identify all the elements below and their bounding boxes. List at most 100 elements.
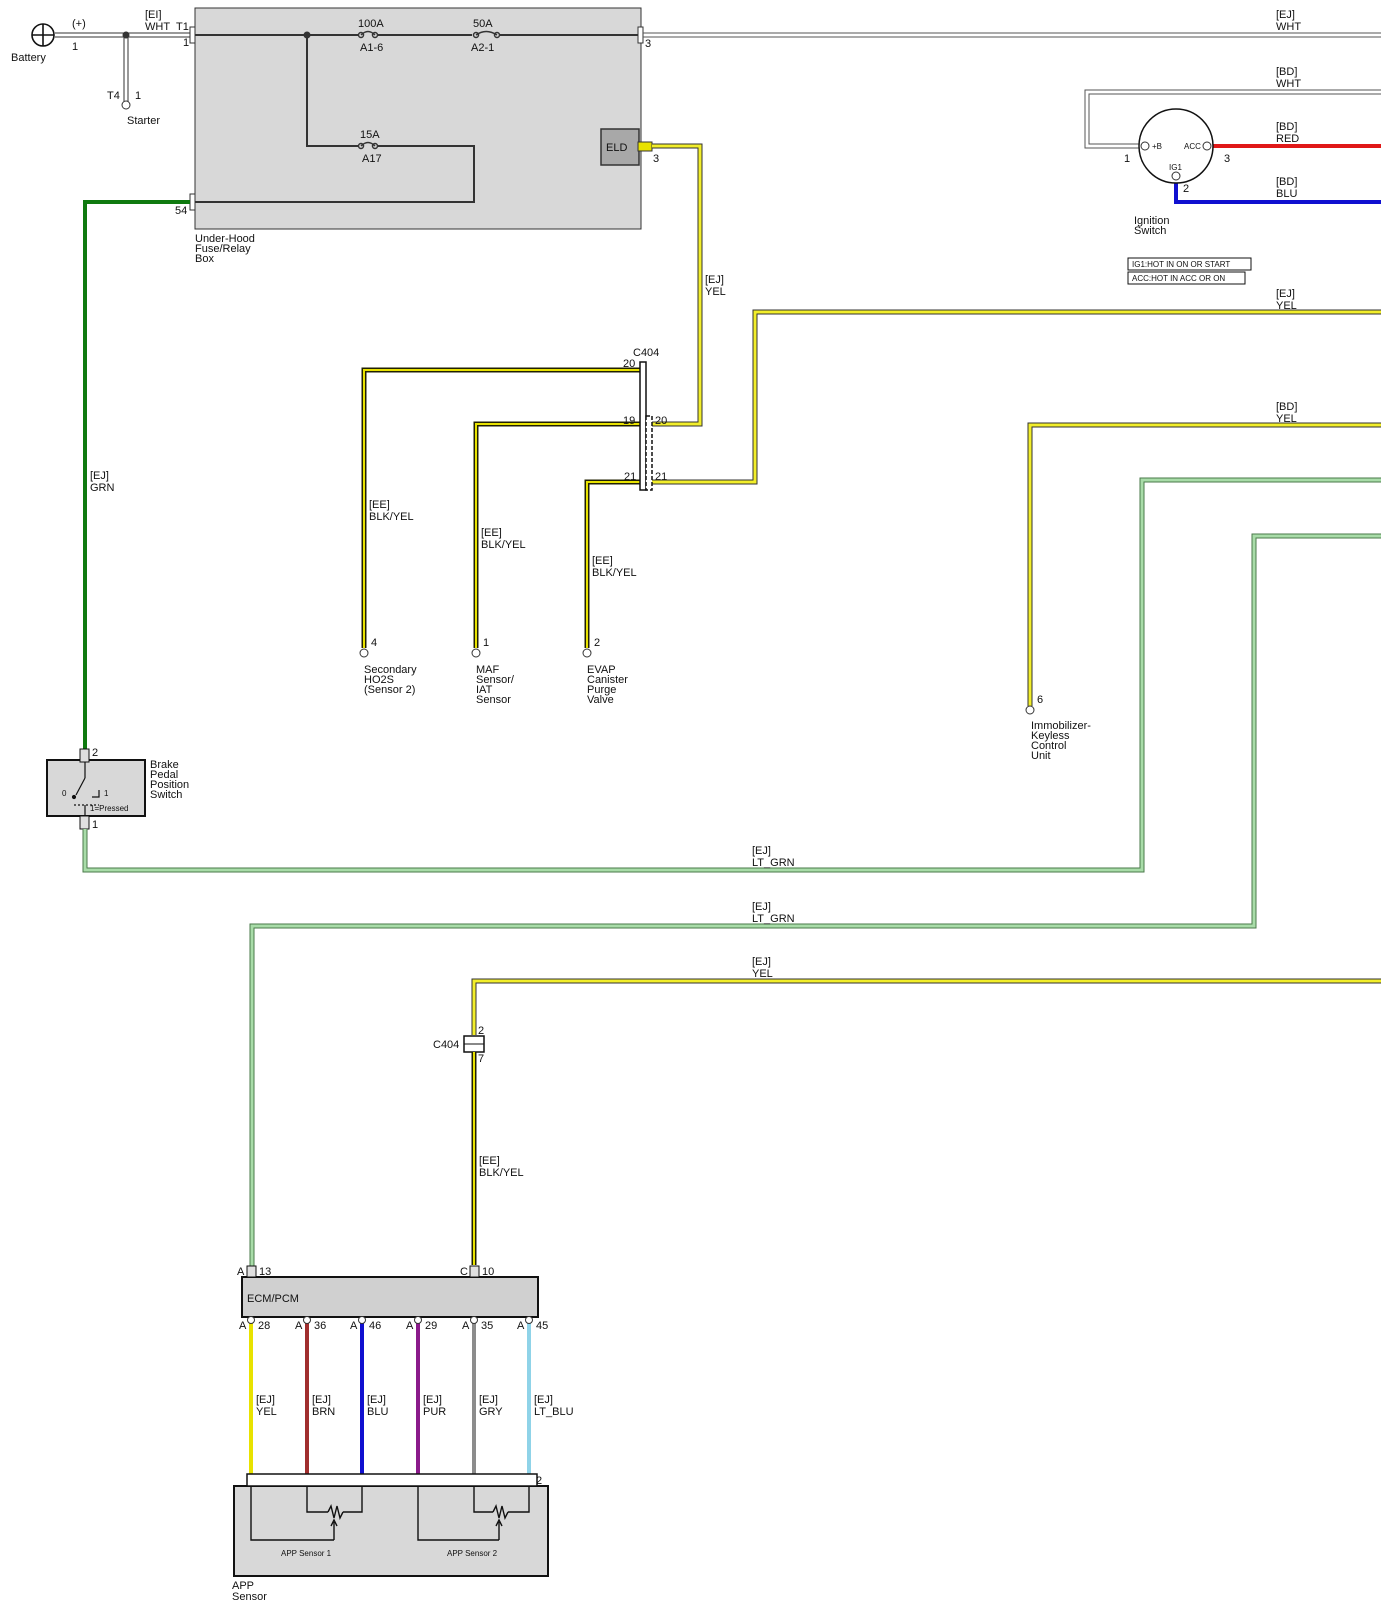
- c404-connector-top-mate: [645, 415, 653, 491]
- brake-switch-note: 1=Pressed: [90, 804, 128, 813]
- app-sensor-name-1: APP: [232, 1580, 254, 1592]
- fuse-box-internal-wiring: [195, 34, 641, 203]
- app-wire-terminal-top: [358, 1316, 366, 1324]
- wire-ej-yel-harness: [EJ]: [1276, 288, 1295, 300]
- ee-wire-3-harness: [EE]: [592, 555, 613, 567]
- app-sensor-connector: [246, 1473, 538, 1487]
- brake-switch-box: [46, 759, 146, 817]
- wire-bd-wht-harness: [BD]: [1276, 66, 1297, 78]
- ignition-name-2: Switch: [1134, 225, 1166, 237]
- starter-conn: T4: [107, 90, 120, 102]
- lt-grn-1-color: LT_GRN: [752, 857, 795, 869]
- ignition-pin-1: 1: [1124, 153, 1130, 165]
- ignition-pin-2: 2: [1183, 183, 1189, 195]
- ecm-bottom-pin-num: 35: [481, 1320, 493, 1332]
- fuse-box-pin-54: 54: [175, 205, 187, 217]
- battery-cable: [55, 32, 190, 102]
- app-wires: [EJ]YEL4[EJ]BRN6[EJ]BLU5[EJ]PUR1[EJ]GRY3…: [247, 1316, 574, 1490]
- ecm-bottom-pin-num: 46: [369, 1320, 381, 1332]
- wire-bd-wht-color: WHT: [1276, 78, 1301, 90]
- wire-bd-red-color: RED: [1276, 133, 1299, 145]
- c404-pin-20b: 20: [655, 415, 667, 427]
- starter-pin: 1: [135, 90, 141, 102]
- wire-ej-yel-bottom: [471, 978, 1381, 1035]
- app-wire-color: BLU: [367, 1406, 388, 1418]
- app-wire-terminal-top: [303, 1316, 311, 1324]
- lt-grn-1-harness: [EJ]: [752, 845, 771, 857]
- wire-ej-wht-color: WHT: [1276, 21, 1301, 33]
- ignition-terminal-b: [1140, 141, 1150, 151]
- wire-ej-lt-grn-1-outline: [82, 477, 1381, 873]
- brake-switch-contacts-icon: [71, 762, 100, 816]
- ecm-bottom-pin-conn: A: [295, 1320, 303, 1332]
- lt-grn-2-harness: [EJ]: [752, 901, 771, 913]
- ee-wires: [361, 367, 640, 648]
- wire-ej-yel-bottom-fill: [472, 979, 1381, 1035]
- ee-wire-1-harness: [EE]: [369, 499, 390, 511]
- brake-switch-name-2: Pedal: [150, 769, 178, 781]
- lt-grn-2-color: LT_GRN: [752, 913, 795, 925]
- immobilizer-terminal: [1025, 705, 1035, 715]
- fuse-1-id: A1-6: [360, 42, 383, 54]
- c404-connector-top: [639, 361, 647, 491]
- splice-dot: [122, 31, 130, 39]
- maf-pin: 1: [483, 637, 489, 649]
- fuse-a17: [357, 141, 379, 150]
- main-cable-harness: [EI]: [145, 9, 162, 21]
- ecm-bottom-pin-num: 45: [536, 1320, 548, 1332]
- ecm-bottom-pin-conn: A: [517, 1320, 525, 1332]
- brake-switch-name-1: Brake: [150, 759, 179, 771]
- app-wire-terminal-top: [525, 1316, 533, 1324]
- wire-bd-blu-color: BLU: [1276, 188, 1297, 200]
- eld-pin-3: 3: [653, 153, 659, 165]
- evap-name-3: Purge: [587, 684, 616, 696]
- wire-bd-blu: [1174, 178, 1381, 204]
- ecm-pcm-name: ECM/PCM: [247, 1293, 299, 1305]
- main-cable-terminal: T1: [176, 21, 189, 33]
- wire-bd-red-harness: [BD]: [1276, 121, 1297, 133]
- evap-terminal: [582, 648, 592, 658]
- app-wire-color: GRY: [479, 1406, 503, 1418]
- battery-label: Battery: [11, 52, 46, 64]
- brake-switch-pos1: 1: [104, 789, 109, 798]
- wire-eld-yel: [652, 143, 703, 427]
- wire-ej-yel-upper-fill: [652, 310, 1381, 484]
- eld-wire-harness: [EJ]: [705, 274, 724, 286]
- ignition-pin-3: 3: [1224, 153, 1230, 165]
- fuse-box-terminal-t1: [189, 26, 196, 44]
- app-wire-harness: [EJ]: [423, 1394, 442, 1406]
- app-wire-color: PUR: [423, 1406, 446, 1418]
- maf-name-4: Sensor: [476, 694, 511, 706]
- maf-name-2: Sensor/: [476, 674, 515, 686]
- eld-module: [600, 128, 640, 166]
- ecm-conn-c10: [469, 1265, 480, 1278]
- brake-switch-name-4: Switch: [150, 789, 182, 801]
- app-sensor-1-resistor-icon: [250, 1486, 363, 1541]
- wire-ej-lt-grn-2-outline: [249, 533, 1381, 1267]
- grn-wire-color: GRN: [90, 482, 115, 494]
- app-wire-harness: [EJ]: [312, 1394, 331, 1406]
- maf-terminal: [471, 648, 481, 658]
- fuse-box-terminal-3: [637, 26, 644, 44]
- wire-ej-yel-upper: [652, 309, 1381, 485]
- ecm-bottom-pin-conn: A: [239, 1320, 247, 1332]
- fuse-3-id: A17: [362, 153, 382, 165]
- ignition-terminal-acc: [1202, 141, 1212, 151]
- battery-polarity: (+): [72, 18, 86, 30]
- eld-wire-color: YEL: [705, 286, 726, 298]
- ecm-bottom-pin-num: 28: [258, 1320, 270, 1332]
- wire-bd-blu-harness: [BD]: [1276, 176, 1297, 188]
- app-wire-harness: [EJ]: [367, 1394, 386, 1406]
- ignition-term-b: +B: [1152, 142, 1162, 151]
- ignition-legend-1-box: [1127, 257, 1252, 271]
- brake-switch-conn-top: [79, 748, 90, 763]
- ecm-bottom-pin-conn: A: [406, 1320, 414, 1332]
- fuse-1-amps: 100A: [358, 18, 384, 30]
- c404-pin-20a: 20: [623, 358, 635, 370]
- ho2s-name-2: HO2S: [364, 674, 394, 686]
- ecm-top-pin-1-num: 13: [259, 1266, 271, 1278]
- brake-switch-conn-bottom: [79, 815, 90, 830]
- yel-bottom-harness: [EJ]: [752, 956, 771, 968]
- wire-eld-yel-fill: [652, 144, 702, 426]
- app-sensor-pin: 2: [536, 1475, 542, 1487]
